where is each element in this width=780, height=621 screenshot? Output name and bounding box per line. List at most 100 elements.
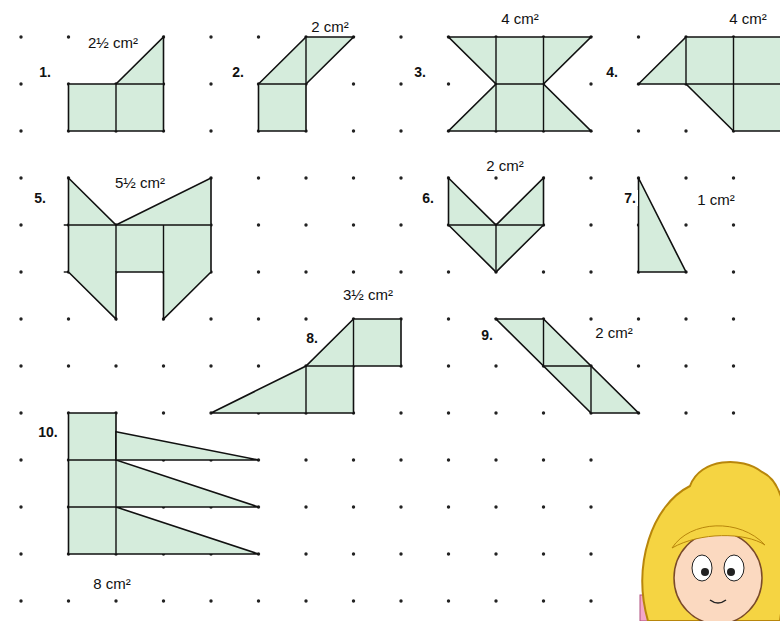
grid-dot bbox=[399, 82, 402, 85]
grid-dot bbox=[209, 317, 212, 320]
grid-dot bbox=[19, 317, 22, 320]
grid-dot bbox=[352, 82, 355, 85]
grid-dot bbox=[67, 364, 70, 367]
figure-division bbox=[496, 83, 544, 84]
figure-division bbox=[305, 37, 306, 84]
figure-division bbox=[305, 366, 306, 413]
figure-division bbox=[69, 459, 117, 460]
grid-dot bbox=[494, 505, 497, 508]
cartoon-pupil bbox=[701, 568, 709, 576]
grid-dot bbox=[447, 599, 450, 602]
grid-dot bbox=[447, 82, 450, 85]
grid-dot bbox=[162, 411, 165, 414]
grid-dot bbox=[399, 599, 402, 602]
figure-division bbox=[734, 83, 780, 84]
grid-dot bbox=[447, 364, 450, 367]
figure-number: 6. bbox=[420, 190, 436, 206]
grid-dot bbox=[684, 364, 687, 367]
grid-dot bbox=[589, 223, 592, 226]
grid-dot bbox=[589, 552, 592, 555]
area-label: 5½ cm² bbox=[113, 174, 167, 191]
grid-dot bbox=[542, 458, 545, 461]
figure-division bbox=[259, 83, 307, 84]
grid-dot bbox=[447, 270, 450, 273]
grid-dot bbox=[447, 411, 450, 414]
grid-dot bbox=[637, 129, 640, 132]
grid-dot bbox=[684, 176, 687, 179]
grid-dot bbox=[257, 599, 260, 602]
grid-dot bbox=[447, 552, 450, 555]
grid-dot bbox=[399, 176, 402, 179]
figure-division bbox=[544, 365, 592, 366]
grid-dot bbox=[162, 599, 165, 602]
grid-dot bbox=[399, 223, 402, 226]
grid-dot bbox=[304, 176, 307, 179]
grid-dot bbox=[352, 599, 355, 602]
grid-dot bbox=[542, 599, 545, 602]
grid-dot bbox=[637, 317, 640, 320]
grid-dot bbox=[542, 270, 545, 273]
cartoon-face bbox=[674, 532, 762, 621]
grid-dot bbox=[637, 35, 640, 38]
figure-division bbox=[306, 365, 354, 366]
cartoon-eye bbox=[692, 555, 712, 581]
area-label: 3½ cm² bbox=[341, 286, 395, 303]
grid-dot bbox=[542, 505, 545, 508]
grid-dot bbox=[114, 599, 117, 602]
grid-dot bbox=[19, 411, 22, 414]
grid-dot bbox=[19, 458, 22, 461]
grid-dot bbox=[209, 599, 212, 602]
figure-number: 5. bbox=[32, 190, 48, 206]
grid-dot bbox=[447, 505, 450, 508]
grid-dot bbox=[589, 458, 592, 461]
grid-dot bbox=[257, 364, 260, 367]
figure-division bbox=[495, 225, 496, 272]
grid-dot bbox=[447, 458, 450, 461]
figure-number: 4. bbox=[604, 64, 620, 80]
grid-dot bbox=[352, 270, 355, 273]
figure-division bbox=[116, 83, 164, 84]
grid-dot bbox=[352, 176, 355, 179]
figure-division bbox=[686, 83, 734, 84]
area-label: 8 cm² bbox=[91, 575, 133, 592]
figure-division bbox=[449, 224, 544, 225]
figure-division bbox=[69, 506, 117, 507]
grid-dot bbox=[19, 129, 22, 132]
grid-dot bbox=[684, 317, 687, 320]
grid-dot bbox=[732, 317, 735, 320]
grid-dot bbox=[494, 552, 497, 555]
grid-dot bbox=[304, 552, 307, 555]
grid-dot bbox=[67, 317, 70, 320]
grid-dot bbox=[257, 223, 260, 226]
grid-dot bbox=[19, 82, 22, 85]
grid-dot bbox=[162, 364, 165, 367]
figure-number: 3. bbox=[412, 64, 428, 80]
grid-dot bbox=[399, 270, 402, 273]
figure-shape bbox=[69, 413, 259, 554]
figure-shape bbox=[259, 37, 354, 131]
figure-number: 9. bbox=[479, 327, 495, 343]
figure-division bbox=[590, 366, 591, 413]
grid-dot bbox=[257, 176, 260, 179]
figure-division bbox=[115, 225, 116, 272]
figure-division bbox=[64, 271, 69, 272]
area-label: 2 cm² bbox=[484, 157, 526, 174]
figure-shape bbox=[639, 37, 780, 131]
grid-dot bbox=[399, 552, 402, 555]
grid-dot bbox=[304, 599, 307, 602]
grid-dot bbox=[542, 552, 545, 555]
grid-dot bbox=[494, 599, 497, 602]
grid-dot bbox=[589, 317, 592, 320]
figure-shape bbox=[639, 178, 687, 272]
grid-dot bbox=[684, 129, 687, 132]
area-label: 4 cm² bbox=[727, 10, 769, 27]
figure-division bbox=[353, 319, 354, 366]
grid-dot bbox=[67, 599, 70, 602]
grid-dot bbox=[304, 505, 307, 508]
grid-dot bbox=[352, 505, 355, 508]
figure-shape bbox=[449, 178, 544, 272]
grid-dot bbox=[447, 317, 450, 320]
grid-dot bbox=[352, 223, 355, 226]
grid-dot bbox=[304, 223, 307, 226]
